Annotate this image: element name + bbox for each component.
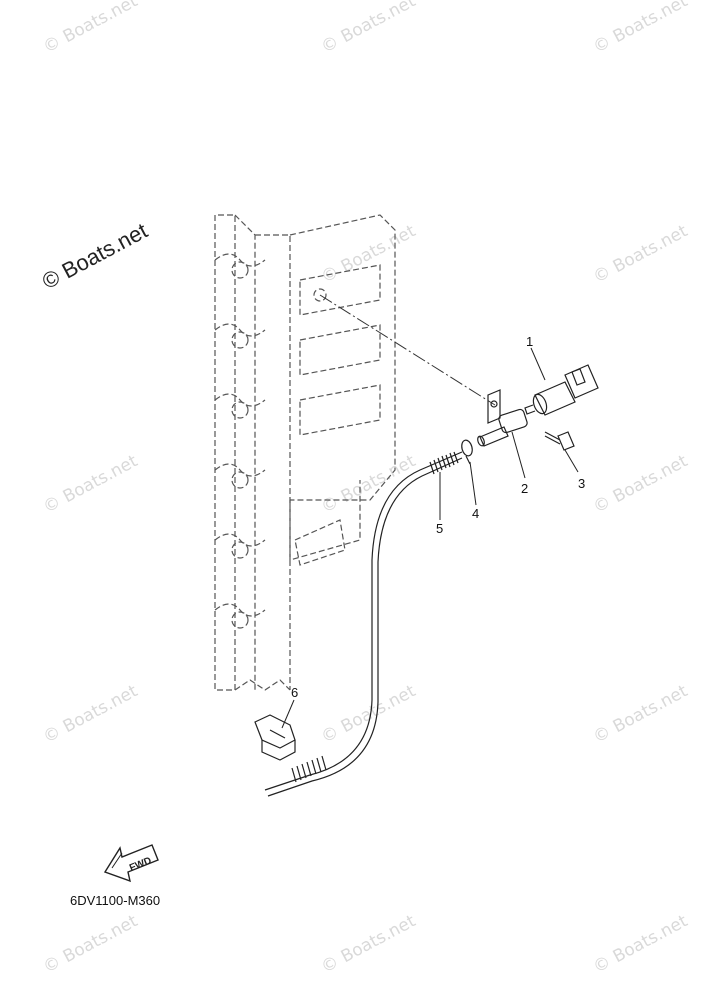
callout-5: 5 [436,521,443,536]
part-5-hose [264,451,463,797]
part-2-nozzle [477,389,528,447]
hose-spring-bottom [291,755,327,783]
engine-block-outline [214,214,396,691]
callout-3: 3 [578,476,585,491]
leader-line [319,294,496,406]
part-1-sensor [524,364,599,416]
drawing-code: 6DV1100-M360 [70,893,161,908]
part-6-holder [254,714,296,761]
hose-spring-top [429,451,459,475]
callout-4: 4 [472,506,479,521]
callout-leaders [281,347,579,729]
callout-1: 1 [526,334,533,349]
fwd-arrow-icon: FWD [103,844,159,883]
part-4-clip [461,439,473,465]
part-3-bolt [544,431,575,451]
callout-2: 2 [521,481,528,496]
callout-6: 6 [291,685,298,700]
